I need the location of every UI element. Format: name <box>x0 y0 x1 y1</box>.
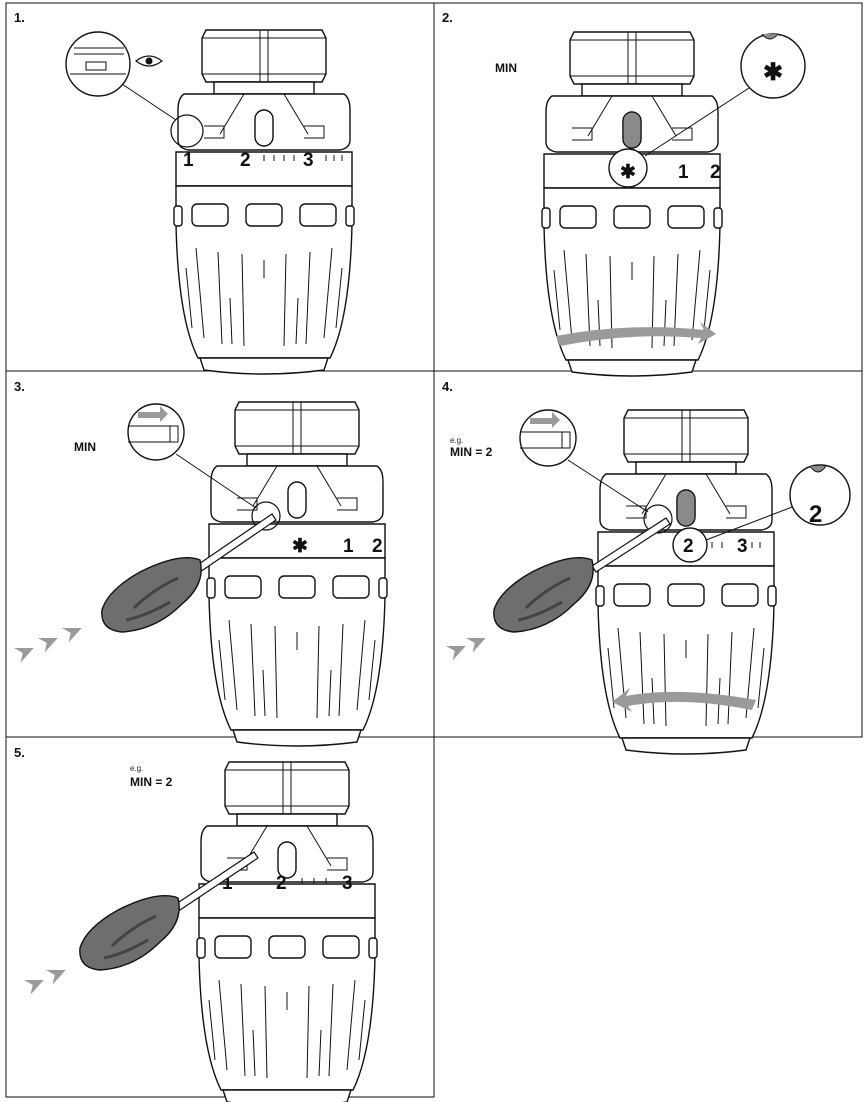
push-arrows <box>24 962 69 995</box>
step-number-4: 4. <box>442 379 453 394</box>
slot-marker <box>622 111 642 149</box>
zoom-circle <box>65 31 131 97</box>
dial-value-1: 1 <box>343 536 354 557</box>
panel-4: 4. e.g. MIN = 2 2 3 2 <box>442 379 851 755</box>
dial-value-2: 2 <box>276 873 287 894</box>
dial-symbol: ✱ <box>620 162 636 183</box>
panel-2: 2. MIN ✱ 1 2 ✱ <box>442 10 806 377</box>
dial-value-2: 2 <box>710 162 721 183</box>
dial-value-1: 1 <box>183 150 194 171</box>
dial-value-2: 2 <box>240 150 251 171</box>
dial-value-3: 3 <box>303 150 314 171</box>
callout-circle <box>608 148 648 188</box>
dial-value-3: 3 <box>342 873 353 894</box>
callout-circle <box>672 527 708 563</box>
screwdriver-handle <box>492 556 595 634</box>
dial-ticks <box>263 155 343 161</box>
zoom-value: 2 <box>809 501 822 528</box>
dial-symbol: ✱ <box>292 536 308 557</box>
screwdriver-handle <box>78 894 181 972</box>
screwdriver-shaft <box>591 517 671 573</box>
min-label: MIN = 2 <box>130 775 173 789</box>
callout-circle <box>251 501 281 531</box>
callout-circle <box>643 504 673 534</box>
slot-marker <box>676 489 696 527</box>
thermostat-head <box>206 401 388 747</box>
min-label: MIN = 2 <box>450 445 493 459</box>
rotate-arrow <box>556 322 716 346</box>
eg-label: e.g. <box>130 764 143 773</box>
dial-value-3: 3 <box>737 536 748 557</box>
thermostat-head <box>196 761 378 1102</box>
screwdriver-handle <box>100 556 203 634</box>
step-number-1: 1. <box>14 10 25 25</box>
dial-value-1: 1 <box>222 873 233 894</box>
step-number-2: 2. <box>442 10 453 25</box>
rotate-arrow <box>612 688 756 712</box>
thermostat-head <box>541 31 723 377</box>
panel-1: 1. 1 2 3 <box>14 10 355 375</box>
dial-value-2: 2 <box>683 536 694 557</box>
thermostat-head <box>173 29 355 375</box>
panel-5: 5. e.g. MIN = 2 1 2 3 <box>14 745 378 1102</box>
push-arrows <box>14 620 85 663</box>
dial-value-1: 1 <box>678 162 689 183</box>
zoom-symbol: ✱ <box>763 59 783 86</box>
step-number-3: 3. <box>14 379 25 394</box>
min-label: MIN <box>495 61 517 75</box>
step-number-5: 5. <box>14 745 25 760</box>
dial-value-2: 2 <box>372 536 383 557</box>
zoom-circle <box>789 464 851 526</box>
min-label: MIN <box>74 440 96 454</box>
eg-label: e.g. <box>450 436 463 445</box>
callout-circle <box>170 114 204 148</box>
eye-icon <box>135 55 163 67</box>
push-arrows <box>446 630 489 661</box>
panel-3: 3. MIN ✱ 1 2 <box>14 379 388 747</box>
